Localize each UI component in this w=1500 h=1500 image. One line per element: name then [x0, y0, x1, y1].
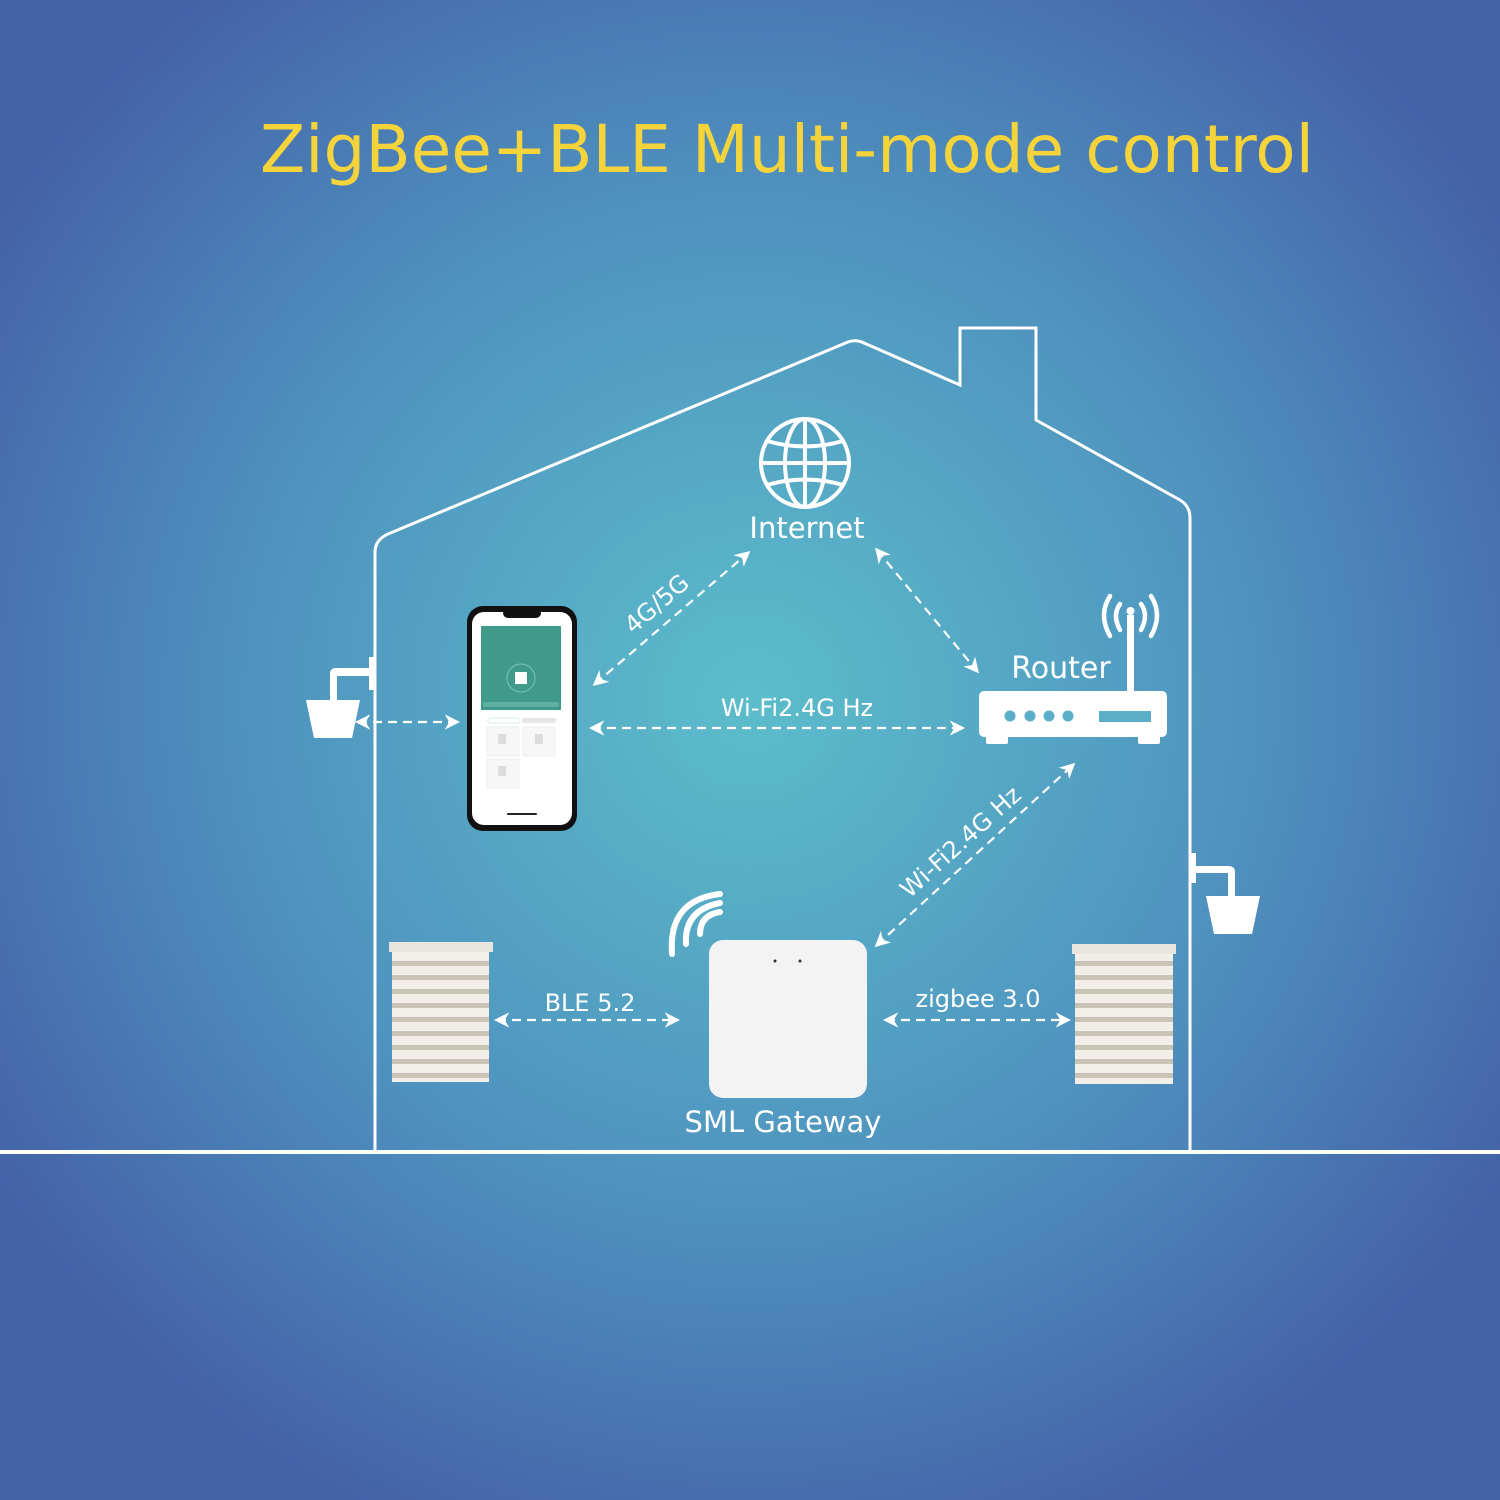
smartphone-icon [467, 606, 577, 831]
phone-internet-link [592, 550, 751, 687]
window-blind-icon [389, 942, 493, 1082]
gateway-label: SML Gateway [685, 1105, 882, 1139]
house-outline [373, 326, 1192, 1150]
globe-icon [759, 417, 851, 509]
internet-router-link [875, 547, 979, 674]
gateway-icon [709, 940, 867, 1098]
phone-router-label: Wi-Fi2.4G Hz [721, 694, 873, 722]
router-icon [979, 593, 1167, 744]
ble-label: BLE 5.2 [545, 989, 636, 1017]
page-title: ZigBee+BLE Multi-mode control [260, 111, 1314, 188]
internet-label: Internet [749, 511, 864, 545]
router-label: Router [1011, 651, 1111, 686]
window-blind-icon [1072, 944, 1176, 1084]
zigbee-label: zigbee 3.0 [915, 985, 1040, 1013]
wifi-signal-icon [668, 891, 723, 957]
faucet-icon [306, 657, 376, 738]
faucet-icon [1190, 853, 1260, 934]
